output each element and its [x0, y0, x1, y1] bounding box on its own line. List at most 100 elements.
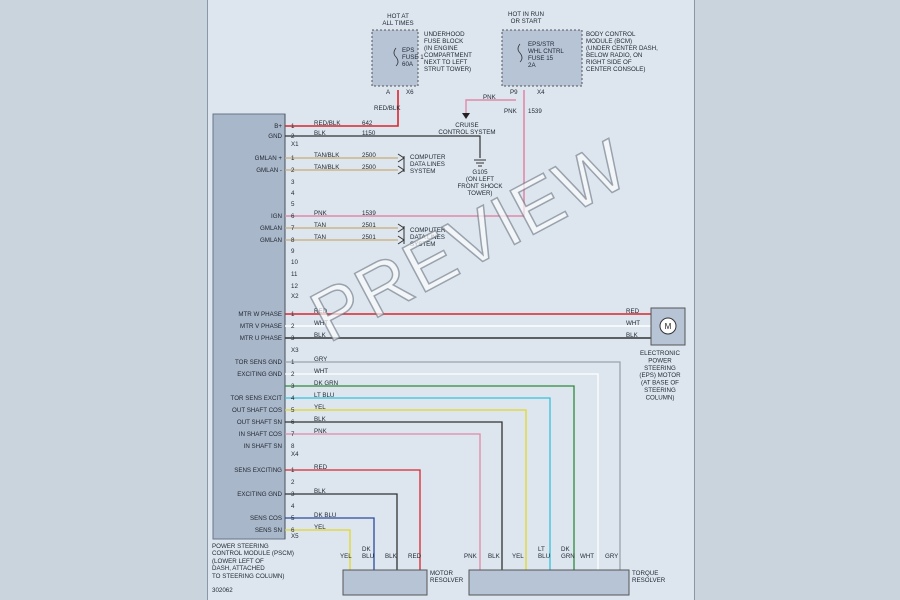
wire-label-pnk-2: PNK [504, 108, 518, 115]
wire-torque [285, 385, 575, 570]
pin-number: 10 [291, 259, 298, 266]
motor-label-line: COLUMN) [646, 394, 675, 401]
fuse1-inner-1: EPS [402, 47, 414, 54]
wire-resolver [285, 529, 351, 570]
pin-number: 3 [291, 491, 295, 498]
wire-torque [285, 361, 621, 570]
computer-lines-2c: SYSTEM [410, 241, 435, 248]
fuse2-desc-5: RIGHT SIDE OF [586, 59, 632, 66]
pin-function: IN SHAFT COS [239, 431, 282, 438]
wire-color-label: RED [314, 464, 328, 471]
pin-number: 6 [291, 419, 295, 426]
wire-color-label: LT BLU [314, 392, 334, 399]
fuse1-header-2: ALL TIMES [382, 20, 413, 27]
computer-lines-2b: DATA LINES [410, 234, 445, 241]
fuse2-pin-a: P9 [510, 89, 518, 96]
pin-number: 6 [291, 213, 295, 220]
resolver-wire-label: RED [408, 553, 422, 560]
resolver-wire-label: YEL [512, 553, 524, 560]
computer-lines-2a: COMPUTER [410, 227, 446, 234]
motor-symbol: M [665, 322, 672, 331]
arrow-icon [397, 223, 405, 245]
wire-label-pnk: PNK [483, 94, 497, 101]
fuse1-inner-3: 60A [402, 61, 414, 68]
fuse1-desc-6: STRUT TOWER) [424, 66, 471, 73]
resolver-wire-label: BLK [488, 553, 501, 560]
ground-icon [474, 159, 486, 167]
pin-number: 5 [291, 407, 295, 414]
wire-color-label: YEL [314, 404, 326, 411]
wire-circuit-label: 2500 [362, 164, 376, 171]
fuse2-desc-1: BODY CONTROL [586, 31, 636, 38]
wire-circuit-label: 2501 [362, 234, 376, 241]
pin-number: 4 [291, 503, 295, 510]
fuse1-desc-1: UNDERHOOD [424, 31, 465, 38]
wire-torque [285, 421, 503, 570]
wire-torque [285, 397, 551, 570]
wire-color-label: TAN [314, 222, 326, 229]
wire-color-label: TAN [314, 234, 326, 241]
wire-color-label: BLK [314, 416, 327, 423]
pin-number: 1 [291, 467, 295, 474]
connector-label: X3 [291, 347, 299, 354]
wire-circuit-label: 2501 [362, 222, 376, 229]
wire-gnd [285, 135, 481, 158]
wire-color-label: RED/BLK [314, 120, 341, 127]
resolver-wire-label: DK [362, 546, 371, 553]
arrow-icon [397, 153, 405, 175]
pin-number: 1 [291, 311, 295, 318]
wire-end-label: RED [626, 308, 640, 315]
wire-color-label: GRY [314, 356, 327, 363]
fuse-block-1: HOT AT ALL TIMES EPS FUSE 1 60A UNDERHOO… [371, 13, 472, 96]
pin-function: OUT SHAFT SN [237, 419, 282, 426]
pin-number: 4 [291, 190, 295, 197]
ground-label-4: TOWER) [468, 190, 493, 197]
fuse1-header-1: HOT AT [387, 13, 409, 20]
torque-resolver-label-1: TORQUE [632, 570, 658, 577]
pin-function: GMLAN - [256, 167, 282, 174]
pin-function: MTR W PHASE [238, 311, 282, 318]
module-label-4: DASH, ATTACHED [212, 565, 265, 572]
wire-b-plus [285, 90, 399, 127]
wire-color-label: DK GRN [314, 380, 338, 387]
fuse2-header-2: OR START [511, 18, 542, 25]
fuse1-desc-5: NEXT TO LEFT [424, 59, 468, 66]
fuse2-pin-b: X4 [537, 89, 545, 96]
wire-color-label: BLK [314, 130, 327, 137]
wire-color-label: TAN/BLK [314, 164, 340, 171]
wires [285, 90, 651, 570]
pin-number: 2 [291, 133, 295, 140]
wire-color-label: BLK [314, 332, 327, 339]
wire-resolver [285, 493, 398, 570]
motor-label-line: STEERING [644, 387, 676, 394]
fuse2-header-1: HOT IN RUN [508, 11, 544, 18]
wire-torque [285, 433, 481, 570]
wire-color-label: RED [314, 308, 328, 315]
fuse2-inner-4: 2A [528, 62, 536, 69]
pin-function: SENS EXCITING [234, 467, 282, 474]
wire-color-label: PNK [314, 428, 328, 435]
pin-function: SENS COS [250, 515, 282, 522]
wire-resolver [285, 517, 375, 570]
fuse2-desc-2: MODULE (BCM) [586, 38, 632, 45]
wire-color-label: YEL [314, 524, 326, 531]
ground-label-2: (ON LEFT [466, 176, 494, 183]
wire-color-label: DK BLU [314, 512, 336, 519]
pin-number: 2 [291, 479, 295, 486]
wire-ign [285, 90, 525, 217]
wire-label-1539: 1539 [528, 108, 542, 115]
fuse1-inner-2: FUSE 1 [402, 54, 424, 61]
pin-number: 2 [291, 323, 295, 330]
pin-number: 3 [291, 335, 295, 342]
fuse2-desc-3: (UNDER CENTER DASH, [586, 45, 658, 52]
resolver-wire-label: GRN [561, 553, 575, 560]
computer-lines-1c: SYSTEM [410, 168, 435, 175]
fuse2-inner-3: FUSE 15 [528, 55, 554, 62]
pin-number: 3 [291, 383, 295, 390]
pin-function: GMLAN + [255, 155, 283, 162]
torque-resolver-box [468, 569, 630, 596]
pin-function: EXCITING GND [237, 371, 282, 378]
ground-label-3: FRONT SHOCK [458, 183, 504, 190]
pin-function: GMLAN [260, 237, 282, 244]
